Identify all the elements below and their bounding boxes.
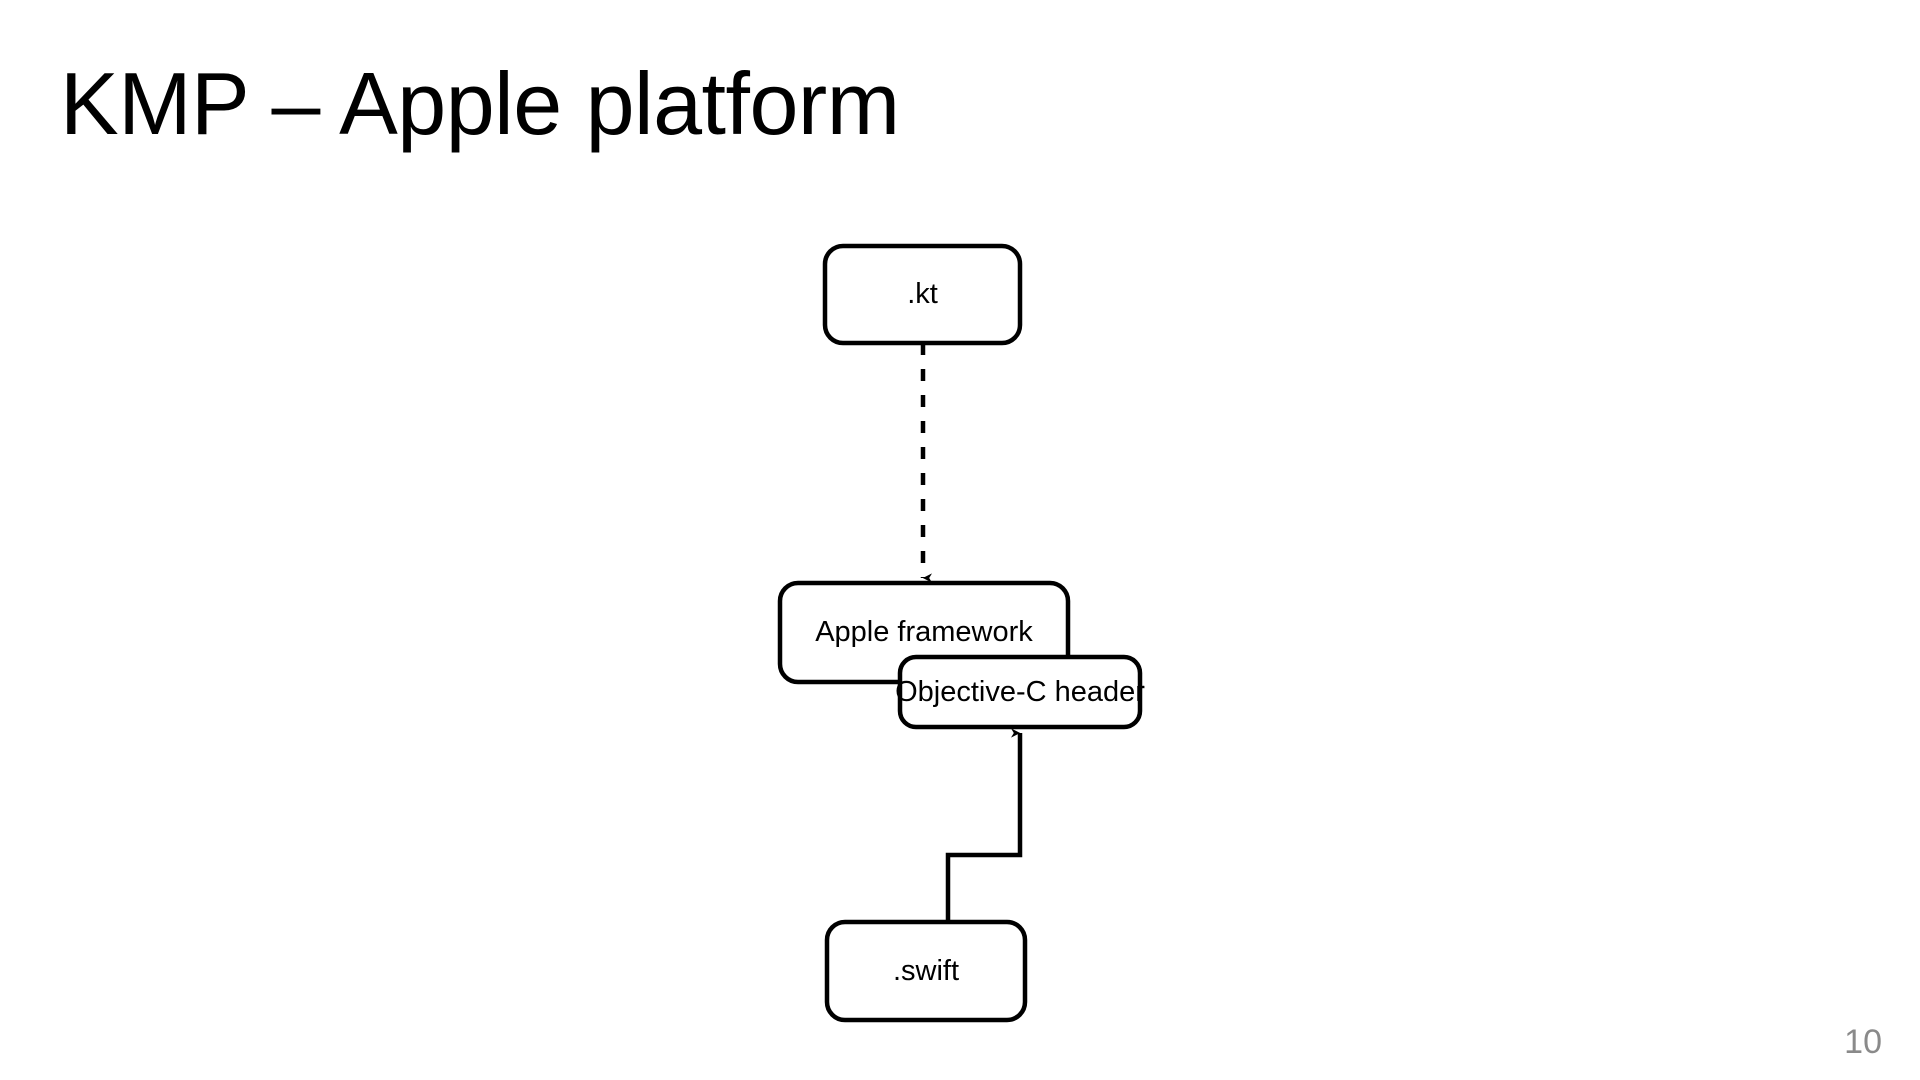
node-objective-c-header[interactable] xyxy=(897,654,1143,730)
node-swift[interactable] xyxy=(824,919,1028,1023)
edge-swift-to-objc-header xyxy=(945,728,1023,922)
node-kt[interactable] xyxy=(822,243,1023,346)
page-title: KMP – Apple platform xyxy=(60,54,900,153)
page-number: 10 xyxy=(1844,1023,1882,1061)
